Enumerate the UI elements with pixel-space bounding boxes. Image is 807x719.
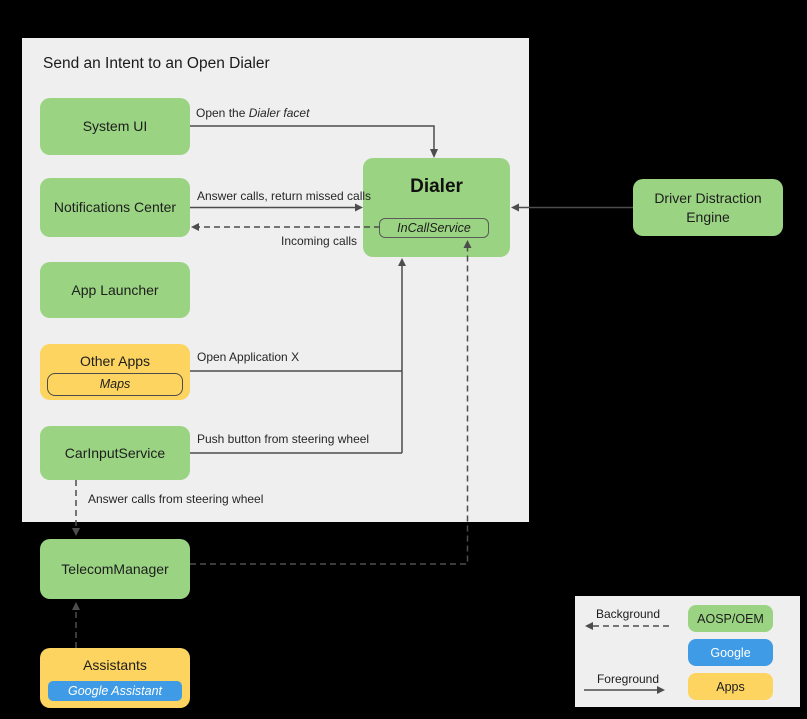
node-system-ui: System UI [40,98,190,155]
edge-label-open-dialer-facet: Open the Dialer facet [196,106,309,120]
legend-background-label: Background [595,607,661,621]
edge-label-incoming-calls: Incoming calls [281,234,358,248]
node-assistants-label: Assistants [83,657,147,673]
node-google-assistant: Google Assistant [48,681,182,701]
arrowhead-up-telecom-bottom [72,602,80,610]
node-notifications-center: Notifications Center [40,178,190,237]
legend-item-aosp-oem: AOSP/OEM [688,605,773,632]
node-car-input-service: CarInputService [40,426,190,480]
edge-label-dialer-facet: Dialer facet [248,106,310,120]
node-telecom-manager-label: TelecomManager [61,560,169,577]
node-dialer-label: Dialer [410,176,463,197]
legend-foreground-label: Foreground [596,672,660,686]
node-app-launcher: App Launcher [40,262,190,318]
node-maps: Maps [47,373,183,396]
legend-item-google: Google [688,639,773,666]
node-telecom-manager: TelecomManager [40,539,190,599]
node-app-launcher-label: App Launcher [71,281,159,298]
node-driver-distraction-engine-label: Driver Distraction Engine [654,190,762,225]
node-system-ui-label: System UI [82,118,148,135]
node-assistants: Assistants Google Assistant [40,648,190,708]
node-other-apps-label: Other Apps [79,353,151,369]
node-other-apps: Other Apps Maps [40,344,190,400]
edge-label-answer-steering: Answer calls from steering wheel [88,492,264,506]
arrowhead-down-telecom-top [72,528,80,536]
node-dialer: Dialer InCallService [363,158,510,257]
diagram-title: Send an Intent to an Open Dialer [43,55,270,72]
node-in-call-service: InCallService [379,218,489,238]
legend-item-apps: Apps [688,673,773,700]
edge-label-answer-calls: Answer calls, return missed calls [197,189,372,203]
node-car-input-service-label: CarInputService [64,444,166,461]
edge-label-open-application-x: Open Application X [197,350,300,364]
node-driver-distraction-engine: Driver Distraction Engine [633,179,783,236]
edge-label-open-prefix: Open the [196,106,249,120]
node-notifications-center-label: Notifications Center [53,199,177,216]
edge-label-push-button: Push button from steering wheel [197,432,370,446]
